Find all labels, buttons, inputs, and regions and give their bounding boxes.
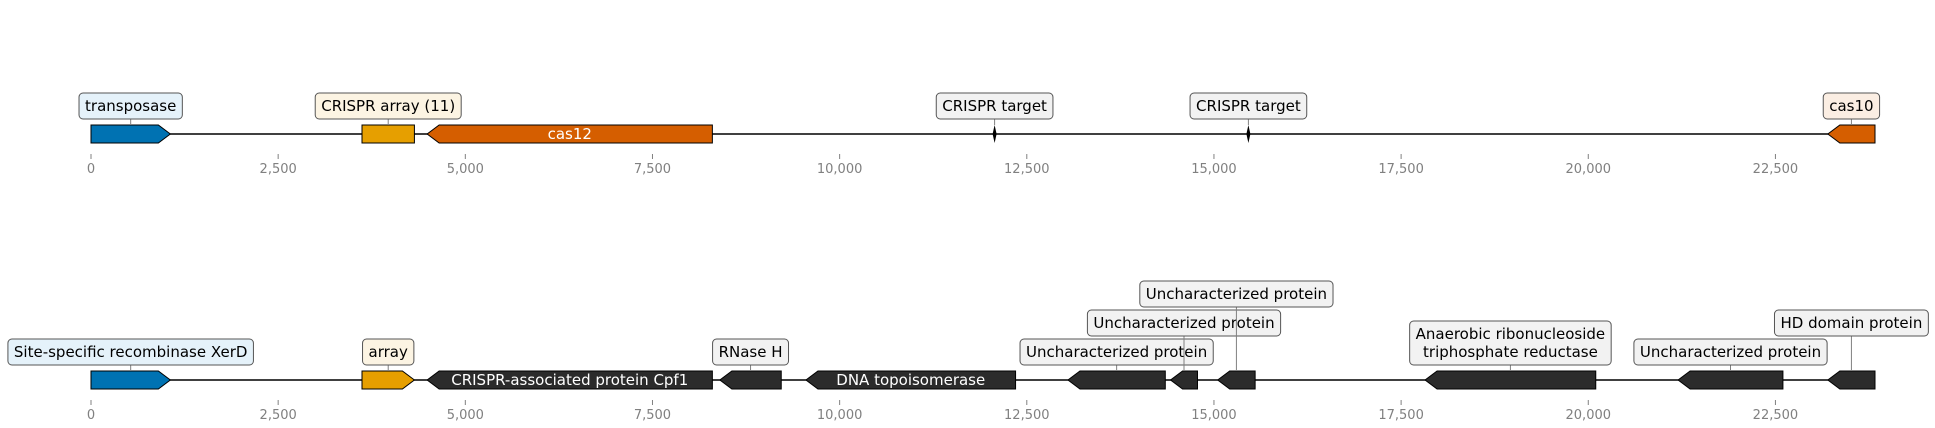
label-box — [712, 338, 790, 366]
tick-label: 17,500 — [1378, 162, 1424, 177]
crispr-target-mark — [1246, 125, 1251, 143]
label-box — [1139, 280, 1334, 308]
label-box — [1409, 320, 1612, 366]
tick-label: 5,000 — [447, 162, 484, 177]
gene-arrow — [361, 124, 415, 144]
tick-label: 15,000 — [1191, 162, 1237, 177]
gene-arrow — [361, 370, 416, 390]
gene-label: cas12 — [548, 125, 592, 143]
gene-arrow — [1677, 370, 1784, 390]
gene-label: RNase H — [719, 343, 783, 361]
gene-label: array — [369, 343, 408, 361]
gene-label: CRISPR target — [1196, 97, 1301, 115]
gene-label: HD domain protein — [1780, 314, 1922, 332]
tick-label: 10,000 — [817, 408, 863, 423]
gene-arrow — [1424, 370, 1597, 390]
label-box — [1773, 309, 1929, 337]
label-box — [362, 338, 415, 366]
gene-arrow — [1827, 124, 1876, 144]
label-box — [935, 92, 1054, 120]
label-box — [78, 92, 183, 120]
gene-label: transposase — [85, 97, 176, 115]
gene-label: cas10 — [1829, 97, 1873, 115]
gene-arrow — [1067, 370, 1166, 390]
tick-label: 5,000 — [447, 408, 484, 423]
gene-label: Anaerobic ribonucleoside — [1416, 325, 1606, 343]
gene-arrow — [719, 370, 782, 390]
gene-arrow — [426, 370, 713, 390]
tick-label: 12,500 — [1004, 408, 1050, 423]
gene-label: DNA topoisomerase — [836, 371, 985, 389]
label-box — [314, 92, 462, 120]
tick-label: 7,500 — [634, 408, 671, 423]
crispr-target-mark — [992, 125, 997, 143]
track-upper: 0 2,500 5,000 7,500 10,000 12,500 15,000 17,500… — [78, 92, 1881, 177]
gene-label: Uncharacterized protein — [1026, 343, 1207, 361]
tick-label: 22,500 — [1753, 408, 1799, 423]
gene-label: Site-specific recombinase XerD — [14, 343, 248, 361]
gene-arrow — [1169, 370, 1198, 390]
label-box — [1019, 338, 1214, 366]
tick-label: 17,500 — [1378, 408, 1424, 423]
label-box — [1633, 338, 1828, 366]
gene-label: Uncharacterized protein — [1640, 343, 1821, 361]
gene-label: Uncharacterized protein — [1093, 314, 1274, 332]
gene-arrow — [1216, 370, 1256, 390]
gene-label: CRISPR array (11) — [321, 97, 455, 115]
tick-label: 2,500 — [260, 408, 297, 423]
tick-label: 7,500 — [634, 162, 671, 177]
label-box — [7, 338, 254, 366]
track-lower: 0 2,500 5,000 7,500 10,000 12,500 15,000 17,500… — [7, 280, 1929, 423]
tick-label: 0 — [87, 408, 95, 423]
gene-label: CRISPR target — [942, 97, 1047, 115]
label-box — [1822, 92, 1881, 120]
tick-label: 20,000 — [1566, 408, 1612, 423]
tick-label: 22,500 — [1753, 162, 1799, 177]
tick-label: 10,000 — [817, 162, 863, 177]
tick-label: 0 — [87, 162, 95, 177]
gene-arrow — [1827, 370, 1876, 390]
gene-arrow — [426, 124, 713, 144]
tick-label: 20,000 — [1566, 162, 1612, 177]
gene-arrow — [90, 370, 172, 390]
label-box — [1086, 309, 1282, 337]
tick-label: 2,500 — [260, 162, 297, 177]
gene-arrow — [90, 124, 172, 144]
tick-label: 12,500 — [1004, 162, 1050, 177]
tick-label: 15,000 — [1191, 408, 1237, 423]
gene-label: triphosphate reductase — [1423, 343, 1598, 361]
gene-label: Uncharacterized protein — [1146, 285, 1327, 303]
gene-arrow — [805, 370, 1017, 390]
label-box — [1189, 92, 1308, 120]
gene-label: CRISPR-associated protein Cpf1 — [451, 371, 688, 389]
